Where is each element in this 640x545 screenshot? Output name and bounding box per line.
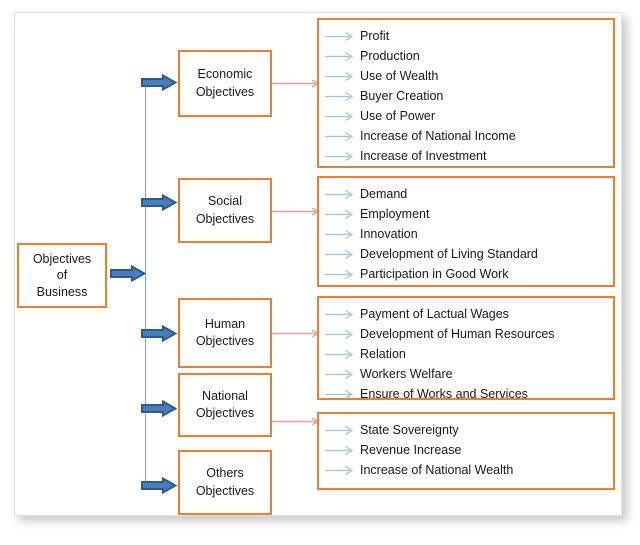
list-item: Demand xyxy=(325,184,613,204)
arrow-right-icon xyxy=(325,369,354,379)
list-item: Development of Human Resources xyxy=(325,324,613,344)
list-item-label: Production xyxy=(360,48,420,63)
category-node-label: Social Objectives xyxy=(195,194,255,226)
category-node-social-objectives[interactable]: Social Objectives xyxy=(178,178,272,243)
list-item-label: Workers Welfare xyxy=(360,366,453,381)
list-item-label: Increase of National Wealth xyxy=(360,462,514,477)
arrow-right-icon xyxy=(325,111,354,121)
block-arrow-to-others-objectives xyxy=(141,477,177,494)
arrow-right-icon xyxy=(325,445,354,455)
category-node-human-objectives[interactable]: Human Objectives xyxy=(178,298,272,368)
list-item-label: Payment of Lactual Wages xyxy=(360,306,509,321)
arrow-right-icon xyxy=(325,425,354,435)
detail-list-national-objectives: State Sovereignty Revenue Increase Incre… xyxy=(317,412,615,490)
list-item-label: Development of Human Resources xyxy=(360,326,555,341)
list-item: Increase of National Wealth xyxy=(325,460,613,480)
arrow-right-icon xyxy=(325,189,354,199)
arrow-right-icon xyxy=(325,71,354,81)
detail-list-human-objectives: Payment of Lactual Wages Development of … xyxy=(317,296,615,400)
category-node-economic-objectives[interactable]: Economic Objectives xyxy=(178,50,272,117)
arrow-right-icon xyxy=(325,309,354,319)
category-node-others-objectives[interactable]: Others Objectives xyxy=(178,450,272,515)
link-national-to-list xyxy=(272,417,320,426)
root-node-label: Objectives of Business xyxy=(32,251,92,299)
detail-list-social-objectives: Demand Employment Innovation Development… xyxy=(317,176,615,287)
arrow-right-icon xyxy=(325,465,354,475)
arrow-right-icon xyxy=(325,31,354,41)
block-arrow-to-economic-objectives xyxy=(141,74,177,91)
list-item: Increase of Investment xyxy=(325,146,613,166)
category-node-national-objectives[interactable]: National Objectives xyxy=(178,373,272,437)
category-node-label: National Objectives xyxy=(195,388,255,420)
block-arrow-to-human-objectives xyxy=(141,325,177,342)
list-item-label: Development of Living Standard xyxy=(360,246,538,261)
category-node-label: Others Objectives xyxy=(195,466,255,498)
list-item: Employment xyxy=(325,204,613,224)
list-item: Innovation xyxy=(325,224,613,244)
list-item: Participation in Good Work xyxy=(325,264,613,284)
list-item-label: Revenue Increase xyxy=(360,442,462,457)
list-item-label: State Sovereignty xyxy=(360,422,459,437)
arrow-right-icon xyxy=(325,269,354,279)
arrow-right-icon xyxy=(325,131,354,141)
list-item: Ensure of Works and Services xyxy=(325,384,613,404)
link-social-to-list xyxy=(272,207,320,216)
list-item-label: Innovation xyxy=(360,226,418,241)
list-item: Workers Welfare xyxy=(325,364,613,384)
block-arrow-to-social-objectives xyxy=(141,194,177,211)
arrow-right-icon xyxy=(325,209,354,219)
list-item-label: Profit xyxy=(360,28,390,43)
list-item: Profit xyxy=(325,26,613,46)
arrow-right-icon xyxy=(325,151,354,161)
block-arrow-to-national-objectives xyxy=(141,400,177,417)
vertical-connector-spine xyxy=(145,82,146,486)
list-item-label: Employment xyxy=(360,206,430,221)
list-item-label: Ensure of Works and Services xyxy=(360,386,528,401)
link-human-to-list xyxy=(272,329,320,338)
arrow-right-icon xyxy=(325,229,354,239)
list-item-label: Use of Power xyxy=(360,108,436,123)
arrow-right-icon xyxy=(325,389,354,399)
root-node-objectives-of-business[interactable]: Objectives of Business xyxy=(17,243,107,308)
category-node-label: Human Objectives xyxy=(195,316,255,348)
detail-list-economic-objectives: Profit Production Use of Wealth Buyer Cr… xyxy=(317,18,615,168)
list-item-label: Demand xyxy=(360,186,408,201)
arrow-right-icon xyxy=(325,51,354,61)
list-item: Development of Living Standard xyxy=(325,244,613,264)
list-item-label: Buyer Creation xyxy=(360,88,444,103)
list-item: Revenue Increase xyxy=(325,440,613,460)
list-item-label: Use of Wealth xyxy=(360,68,439,83)
list-item: Use of Power xyxy=(325,106,613,126)
list-item-label: Relation xyxy=(360,346,406,361)
list-item: Production xyxy=(325,46,613,66)
list-item-label: Increase of National Income xyxy=(360,128,516,143)
arrow-right-icon xyxy=(325,329,354,339)
list-item: Increase of National Income xyxy=(325,126,613,146)
list-item: Buyer Creation xyxy=(325,86,613,106)
arrow-right-icon xyxy=(325,349,354,359)
arrow-right-icon xyxy=(325,249,354,259)
block-arrow-root-to-spine xyxy=(110,265,146,282)
arrow-right-icon xyxy=(325,91,354,101)
list-item: State Sovereignty xyxy=(325,420,613,440)
category-node-label: Economic Objectives xyxy=(195,67,255,99)
link-economic-to-list xyxy=(272,79,320,88)
list-item: Use of Wealth xyxy=(325,66,613,86)
list-item: Relation xyxy=(325,344,613,364)
list-item: Payment of Lactual Wages xyxy=(325,304,613,324)
list-item-label: Increase of Investment xyxy=(360,148,487,163)
list-item-label: Participation in Good Work xyxy=(360,266,509,281)
